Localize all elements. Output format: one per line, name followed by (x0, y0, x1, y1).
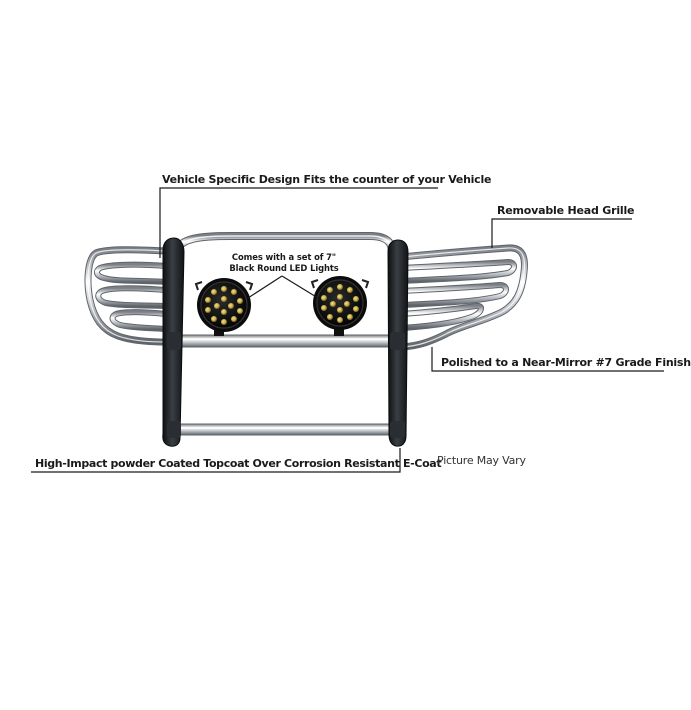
top-hoop (172, 232, 396, 256)
right-upright (387, 239, 409, 447)
leader-polished (431, 347, 664, 372)
callout-polished-finish: Polished to a Near-Mirror #7 Grade Finis… (441, 356, 691, 369)
left-wing-tubes (84, 246, 170, 346)
left-upright (162, 237, 185, 447)
right-led-emitters (321, 284, 359, 323)
callout-removable-head-grille: Removable Head Grille (497, 204, 635, 217)
disclaimer-text: Picture May Vary (437, 454, 526, 467)
leader-vehicle-specific (159, 187, 438, 258)
leader-powder-coat (31, 448, 401, 473)
right-wing-tubes (398, 244, 528, 351)
bottom-bar (171, 423, 397, 436)
left-led-emitters (205, 286, 243, 325)
callout-powder-coat: High-Impact powder Coated Topcoat Over C… (35, 457, 442, 470)
callout-vehicle-specific-design: Vehicle Specific Design Fits the counter… (162, 173, 492, 186)
left-led-light (194, 278, 254, 336)
leader-led-left (247, 275, 283, 299)
callout-led-lights: Comes with a set of 7" Black Round LED L… (229, 252, 339, 273)
right-led-light (310, 276, 370, 336)
leader-led-right (281, 275, 319, 299)
callout-leader-lines (31, 187, 664, 473)
leader-removable-grille (491, 218, 632, 248)
light-crossbar (169, 334, 399, 348)
